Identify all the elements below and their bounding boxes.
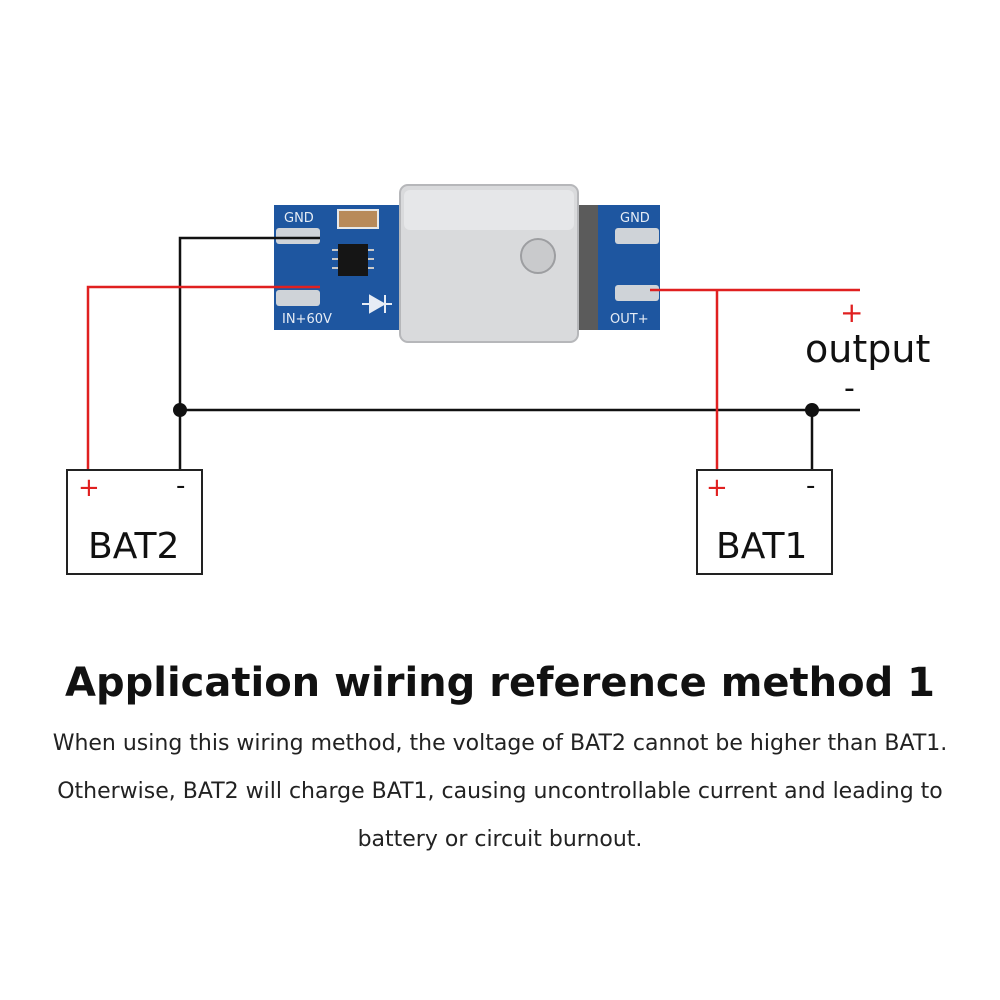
out-label: OUT+: [610, 312, 649, 327]
positive-wires: [86, 285, 860, 470]
gnd-right-label: GND: [620, 211, 650, 226]
output-minus-sign: -: [844, 371, 855, 406]
junction-left: [173, 403, 187, 417]
junction-right: [805, 403, 819, 417]
bat1-plus-sign: +: [706, 473, 728, 503]
capacitor: [337, 209, 379, 229]
heatsink-tab: [578, 205, 598, 330]
diagram-description: When using this wiring method, the volta…: [52, 731, 948, 852]
in-label: IN+60V: [282, 312, 332, 327]
bat1-minus-sign: -: [806, 471, 815, 501]
bat2-minus-sign: -: [176, 471, 185, 501]
diode-icon: [362, 294, 392, 314]
gnd-left-wire: [178, 236, 320, 470]
module-board: GND IN+60V GND OUT+: [274, 184, 660, 343]
bat2-box: + - BAT2: [66, 469, 203, 575]
ic-chip: [338, 244, 368, 276]
bat2-positive-wire: [86, 285, 320, 470]
output-plus-sign: +: [840, 296, 863, 329]
bat1-box: + - BAT1: [696, 469, 833, 575]
bat2-outline: [66, 469, 203, 575]
caption: Application wiring reference method 1 Wh…: [0, 660, 1000, 864]
bat1-outline: [696, 469, 833, 575]
negative-wires: [178, 236, 860, 470]
heatsink-shade: [404, 190, 574, 230]
pad-in-left: [276, 290, 320, 306]
pad-gnd-left: [276, 228, 320, 244]
bat2-name: BAT2: [88, 526, 179, 567]
pad-out-right: [615, 285, 659, 301]
diagram-title: Application wiring reference method 1: [65, 660, 935, 706]
bat2-plus-sign: +: [78, 473, 100, 503]
pad-gnd-right: [615, 228, 659, 244]
output-label: output: [805, 327, 930, 371]
mounting-hole: [520, 238, 556, 274]
bat1-name: BAT1: [716, 526, 807, 567]
gnd-left-label: GND: [284, 211, 314, 226]
